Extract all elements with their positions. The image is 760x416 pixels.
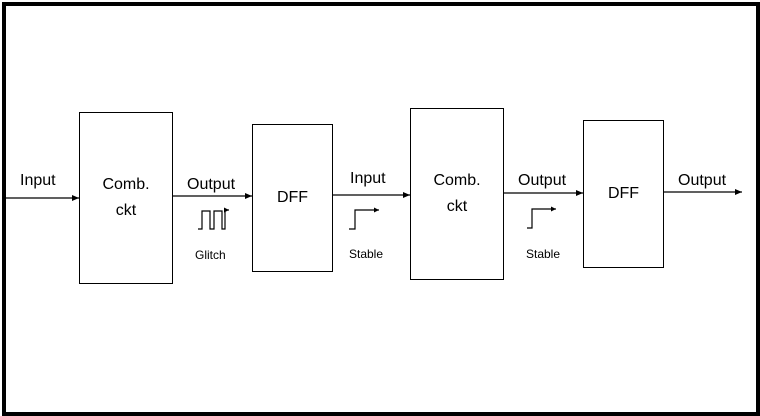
wire-label-input-1: Input	[20, 172, 56, 189]
dff-label-1: DFF	[276, 189, 309, 206]
signal-label-stable-1: Stable	[349, 247, 384, 261]
signal-label-stable-2: Stable	[526, 247, 561, 261]
wire-label-output-2: Output	[518, 172, 567, 189]
comb-ckt-label-1: Comb. ckt	[102, 176, 150, 219]
stable-waveform-icon-2	[527, 206, 556, 229]
glitch-waveform-icon	[198, 207, 229, 230]
comb-ckt-block-1: Comb. ckt	[79, 112, 173, 284]
dff-label-2: DFF	[607, 185, 640, 202]
stable-waveform-icon-1	[349, 207, 379, 230]
wire-label-output-3: Output	[678, 172, 727, 189]
dff-block-2: DFF	[583, 120, 664, 268]
wire-label-output-1: Output	[187, 176, 236, 193]
comb-ckt-label-2: Comb. ckt	[433, 172, 481, 215]
signal-label-glitch: Glitch	[195, 248, 226, 262]
comb-ckt-block-2: Comb. ckt	[410, 108, 504, 280]
dff-block-1: DFF	[252, 124, 333, 272]
wire-label-input-2: Input	[350, 170, 386, 187]
